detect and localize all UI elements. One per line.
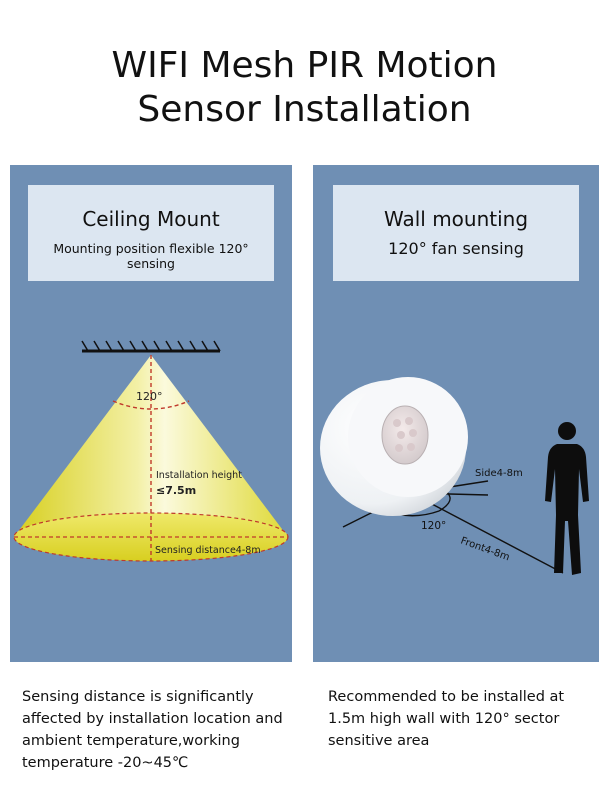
ceiling-heading: Ceiling Mount — [82, 207, 220, 231]
front-range-label: Front4-8m — [459, 535, 511, 563]
wall-angle-label: 120° — [421, 520, 446, 532]
wall-caption: Recommended to be installed at 1.5m high… — [328, 689, 565, 749]
ceiling-label-box: Ceiling Mount Mounting position flexible… — [28, 185, 274, 281]
pir-sensor-icon — [320, 377, 468, 516]
wall-label-box: Wall mounting 120° fan sensing — [333, 185, 579, 281]
ceiling-mount-panel: Ceiling Mount Mounting position flexible… — [10, 165, 292, 662]
installation-height-label: Installation height — [156, 470, 242, 481]
sensing-cone — [13, 355, 289, 562]
ceiling-angle-label: 120° — [136, 390, 163, 403]
ceiling-subheading: Mounting position flexible 120° sensing — [53, 241, 249, 271]
wall-heading: Wall mounting — [383, 207, 529, 231]
ceiling-caption: Sensing distance is significantly affect… — [22, 689, 283, 771]
sensing-distance-label: Sensing distance4-8m — [155, 545, 261, 556]
ceiling-diagram: 120° Installation height ≤7.5m Sensing d… — [13, 340, 289, 562]
installation-height-value: ≤7.5m — [156, 484, 196, 497]
side-range-label: Side4-8m — [475, 468, 523, 479]
page-title: WIFI Mesh PIR Motion Sensor Installation — [0, 44, 609, 132]
wall-mount-panel: Wall mounting 120° fan sensing — [313, 165, 599, 662]
title-line-1: WIFI Mesh PIR Motion — [111, 45, 498, 86]
title-line-2: Sensor Installation — [137, 89, 472, 130]
wall-diagram: Side4-8m 120° Front4-8m — [320, 377, 589, 575]
ceiling-hatch-icon — [81, 340, 221, 353]
person-silhouette-icon — [545, 422, 589, 575]
wall-subheading: 120° fan sensing — [388, 239, 524, 258]
